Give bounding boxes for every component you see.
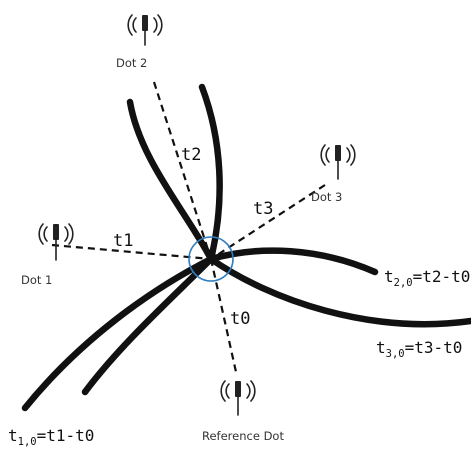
dot3-label: Dot 3 bbox=[311, 190, 342, 204]
t3-label: t3 bbox=[253, 199, 273, 219]
hyperbola-dot3-upper bbox=[207, 247, 379, 276]
antenna-icon bbox=[320, 144, 356, 180]
hyperbola-dot2 bbox=[126, 83, 223, 263]
t2-label: t2 bbox=[181, 145, 201, 165]
t0-label: t0 bbox=[230, 309, 250, 329]
reference-dot-label: Reference Dot bbox=[202, 429, 284, 443]
antenna-icon bbox=[127, 14, 163, 46]
intersection-circle bbox=[188, 236, 234, 282]
t20-label: t2,0=t2-t0 bbox=[384, 267, 470, 289]
line-t2 bbox=[152, 81, 213, 260]
dot2-label: Dot 2 bbox=[116, 56, 147, 70]
hyperbola-dot1 bbox=[21, 255, 215, 412]
hyperbola-dot3-lower bbox=[207, 255, 471, 328]
line-t0 bbox=[209, 258, 238, 373]
antenna-icon bbox=[220, 380, 256, 416]
line-t1 bbox=[51, 243, 212, 261]
t10-label: t1,0=t1-t0 bbox=[8, 426, 94, 448]
t1-label: t1 bbox=[113, 231, 133, 251]
dot1-label: Dot 1 bbox=[21, 273, 52, 287]
antenna-icon bbox=[38, 223, 74, 261]
t30-label: t3,0=t3-t0 bbox=[376, 338, 462, 360]
